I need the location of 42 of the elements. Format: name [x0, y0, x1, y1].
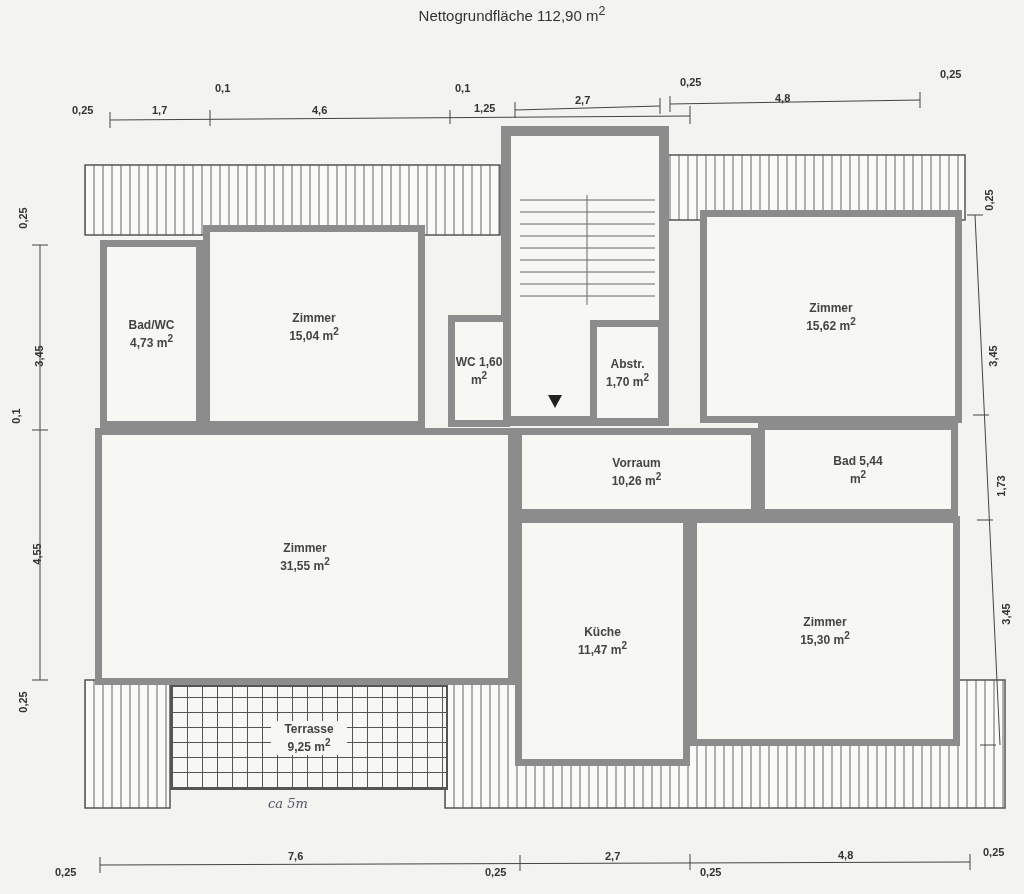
- dimension-label: 0,1: [215, 82, 231, 94]
- dimension-label: 0,1: [455, 82, 471, 94]
- dimension-label: 0,25: [485, 866, 507, 878]
- dimension-label: 2,7: [605, 850, 621, 862]
- dimension-label: 3,45: [986, 345, 999, 367]
- dimension-label: 1,7: [152, 104, 168, 116]
- dimension-label: 0,25: [680, 76, 702, 88]
- dimension-label: 3,45: [999, 603, 1012, 625]
- dimension-label: 3,45: [32, 345, 45, 367]
- dimension-label: 0,25: [983, 846, 1005, 858]
- room-label: Abstr. 1,70 m$^{2}$: [605, 356, 650, 389]
- handwritten-note: ca 5m: [268, 796, 308, 811]
- room-label: Bad 5,44 m$^{2}$: [832, 453, 884, 486]
- room-label: WC 1,60 m$^{2}$: [455, 355, 503, 387]
- dimension-label: 0,25: [982, 189, 995, 211]
- room-label: Terrasse 9,25 m$^{2}$: [271, 720, 347, 755]
- dimension-label: 1,73: [994, 475, 1007, 497]
- dimension-label: 4,6: [312, 104, 328, 116]
- room-label: Zimmer 31,55 m$^{2}$: [279, 540, 331, 573]
- dimension-label: 4,55: [30, 543, 43, 565]
- dimension-label: 0,25: [55, 866, 77, 878]
- dimension-label: 0,1: [9, 408, 22, 424]
- dimension-label: 4,8: [775, 92, 791, 104]
- terrace-area: [170, 685, 448, 790]
- dimension-label: 1,25: [474, 102, 496, 114]
- room-label: Vorraum 10,26 m$^{2}$: [610, 456, 663, 488]
- room-area: [700, 210, 962, 423]
- dimension-label: 7,6: [288, 850, 304, 862]
- dimension-label: 2,7: [575, 94, 591, 106]
- room-label: Bad/WC 4,73 m$^{2}$: [127, 318, 176, 350]
- dimension-label: 0,25: [700, 866, 722, 878]
- dimension-label: 0,25: [940, 68, 962, 80]
- room-label: Zimmer 15,04 m$^{2}$: [288, 310, 340, 343]
- dimension-label: 4,8: [838, 849, 854, 861]
- dimension-label: 0,25: [72, 104, 94, 116]
- room-label: Zimmer 15,62 m$^{2}$: [805, 300, 857, 333]
- room-label: Küche 11,47 m$^{2}$: [577, 625, 628, 657]
- title: Nettogrundfläche 112,90 m$^{2}$: [418, 7, 606, 24]
- room-area: [448, 315, 510, 427]
- dimension-label: 0,25: [16, 207, 29, 229]
- dimension-label: 0,25: [16, 691, 29, 713]
- room-label: Zimmer 15,30 m$^{2}$: [799, 615, 851, 647]
